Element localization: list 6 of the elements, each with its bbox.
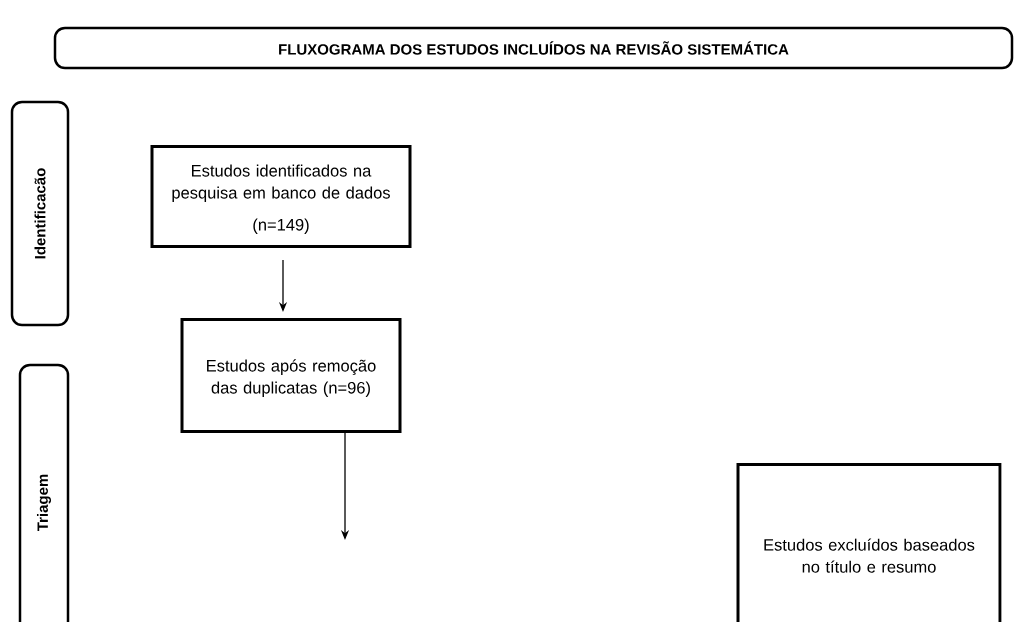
stage-label: Identificacão <box>10 100 70 327</box>
title-banner: FLUXOGRAMA DOS ESTUDOS INCLUÍDOS NA REVISÃO SISTEMÁTICA <box>53 26 1014 70</box>
process-box: Estudos após remoção das duplicatas (n=96) <box>180 318 402 433</box>
stage-label: Triagem <box>18 363 70 622</box>
process-box: Estudos excluídos baseados no título e resumo <box>736 463 1002 622</box>
process-box: Estudos identificados na pesquisa em banco de dados (n=149) <box>150 145 412 248</box>
